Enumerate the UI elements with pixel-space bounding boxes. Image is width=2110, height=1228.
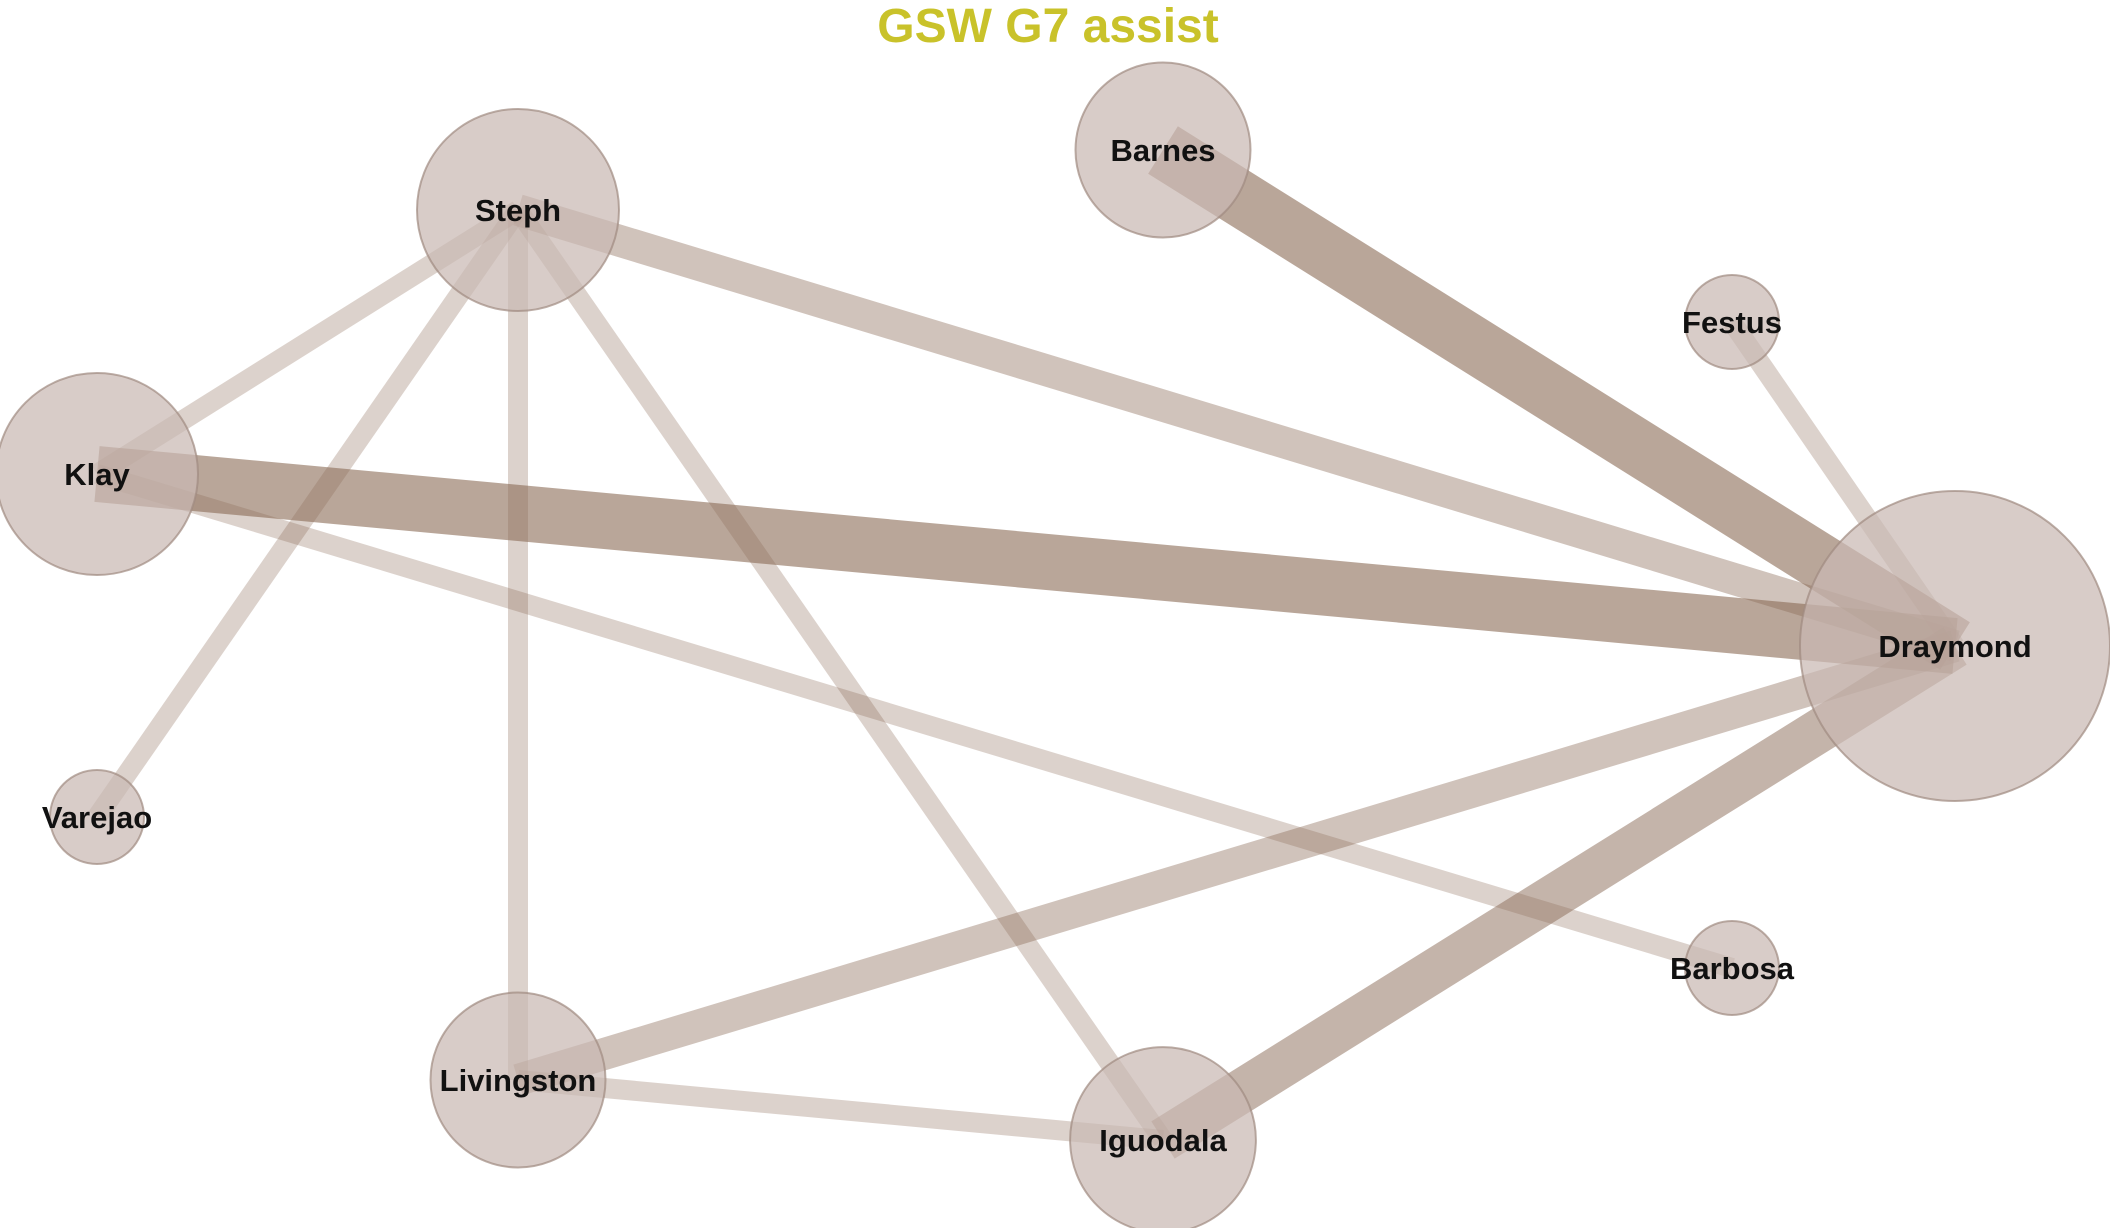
node-label-barbosa: Barbosa — [1670, 951, 1795, 986]
node-livingston — [429, 991, 607, 1169]
edge-steph-iguodala — [509, 204, 1172, 1146]
edges-layer — [88, 126, 1970, 1159]
edge-steph-draymond — [513, 194, 1960, 662]
node-label-barnes: Barnes — [1110, 133, 1215, 168]
node-label-varejao: Varejao — [42, 800, 152, 835]
edge-klay-draymond — [94, 446, 1958, 674]
node-barnes — [1074, 61, 1252, 239]
node-label-livingston: Livingston — [440, 1063, 597, 1098]
node-label-iguodala: Iguodala — [1099, 1123, 1227, 1158]
node-klay — [0, 372, 199, 576]
edge-klay-barbosa — [94, 464, 1735, 978]
node-festus — [1684, 274, 1780, 370]
node-label-draymond: Draymond — [1878, 629, 2031, 664]
graph-title: GSW G7 assist — [877, 0, 1218, 53]
edge-livingston-draymond — [513, 630, 1960, 1096]
nodes-layer — [0, 61, 2110, 1228]
node-steph — [416, 108, 620, 312]
node-label-festus: Festus — [1682, 305, 1782, 340]
node-draymond — [1799, 490, 2110, 802]
node-varejao — [49, 769, 145, 865]
edge-livingston-iguodala — [517, 1070, 1164, 1150]
node-label-steph: Steph — [475, 193, 561, 228]
node-barbosa — [1684, 920, 1780, 1016]
labels-layer: Steph BarnesFestusKlayDraymondVarejaoBarb… — [42, 133, 2032, 1158]
node-label-klay: Klay — [64, 457, 130, 492]
node-iguodala — [1069, 1046, 1257, 1228]
